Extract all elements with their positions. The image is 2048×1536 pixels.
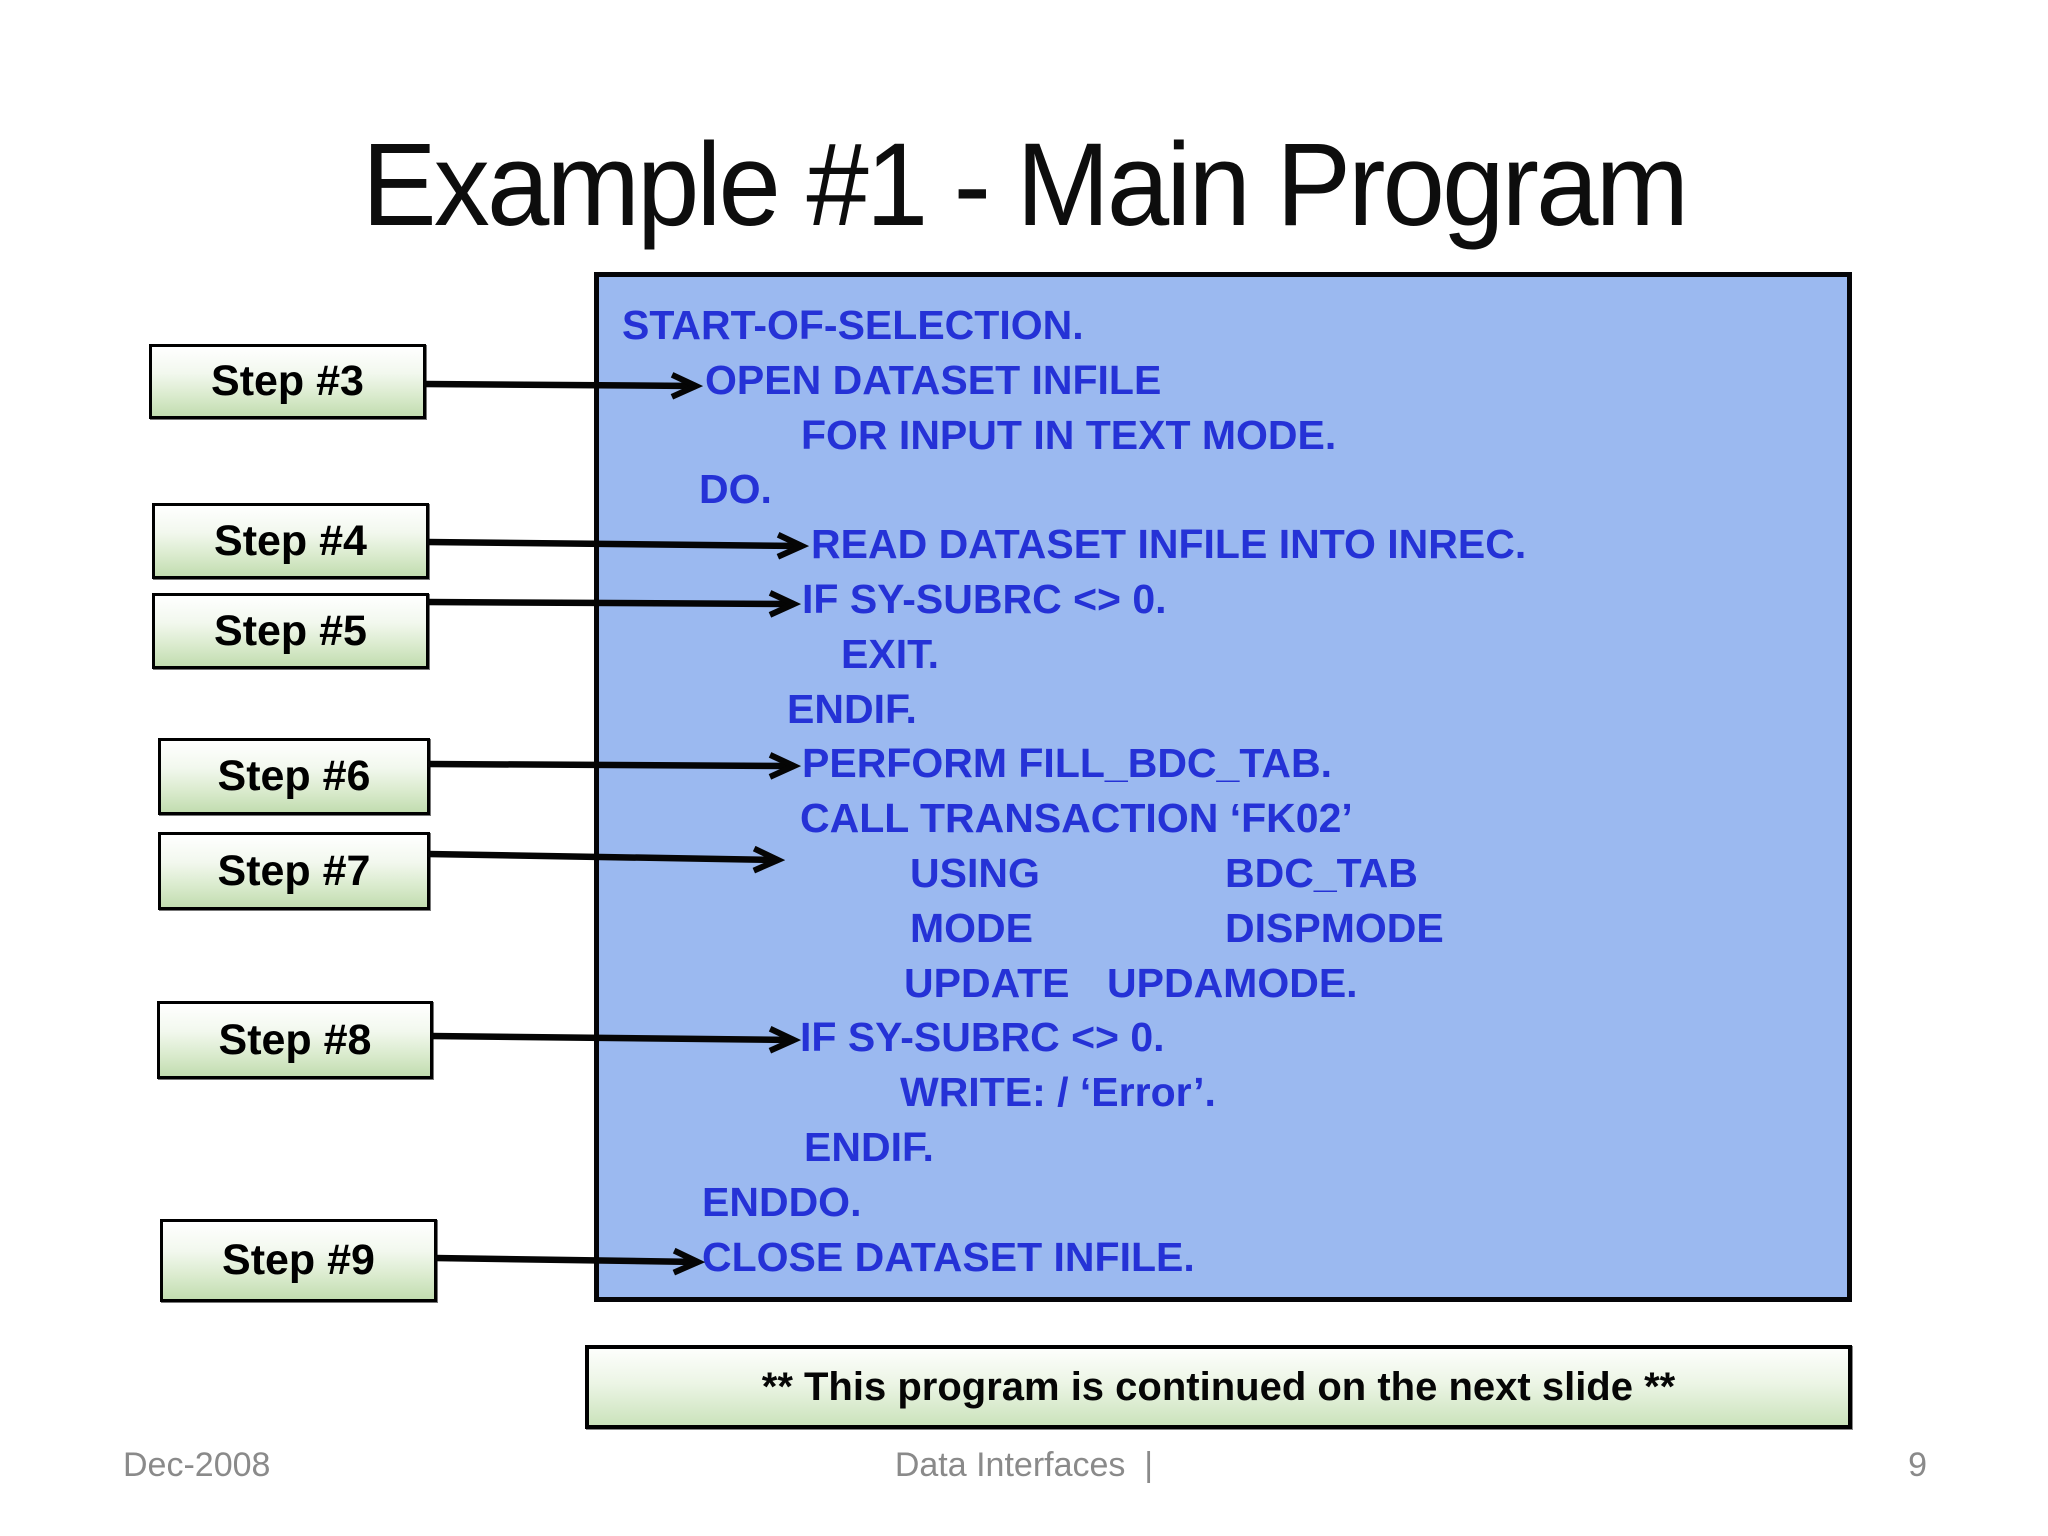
code-line: ENDDO. [702,1178,862,1225]
code-line: PERFORM FILL_BDC_TAB. [802,740,1332,787]
page-title: Example #1 - Main Program [361,119,1689,251]
code-line: START-OF-SELECTION. [622,302,1084,348]
code-keyword: USING [910,849,1040,896]
code-panel: START-OF-SELECTION. OPEN DATASET INFILE … [594,272,1852,1302]
code-line: ENDIF. [804,1123,934,1170]
code-line: CLOSE DATASET INFILE. [702,1233,1195,1280]
code-line: MODE DISPMODE [599,901,1847,956]
step-box-9: Step #9 [160,1219,437,1302]
step-box-4: Step #4 [152,503,429,579]
code-line: FOR INPUT IN TEXT MODE. [801,411,1337,458]
code-line: UPDATE UPDAMODE. [599,956,1847,1011]
code-line: DO. [699,466,772,513]
code-operand: UPDAMODE. [1107,959,1358,1006]
step-label: Step #8 [218,1015,372,1064]
code-line: USING BDC_TAB [599,846,1847,901]
code-keyword: UPDATE [904,959,1070,1006]
step-box-5: Step #5 [152,593,429,669]
step-box-3: Step #3 [149,344,426,419]
step-label: Step #7 [217,846,371,895]
continuation-note-box: ** This program is continued on the next… [585,1345,1852,1429]
footer-page-number: 9 [1908,1446,1927,1484]
step-label: Step #3 [211,357,364,405]
step-label: Step #6 [217,752,371,800]
code-keyword: MODE [910,904,1033,951]
step-label: Step #4 [214,516,367,565]
footer-date: Dec-2008 [123,1446,271,1484]
step-box-6: Step #6 [158,738,430,815]
code-line: IF SY-SUBRC <> 0. [800,1014,1165,1061]
code-line: ENDIF. [787,685,917,732]
step-box-8: Step #8 [157,1001,433,1079]
code-line: IF SY-SUBRC <> 0. [802,575,1167,622]
step-label: Step #9 [222,1236,375,1284]
code-line: WRITE: / ‘Error’. [900,1069,1216,1116]
code-operand: BDC_TAB [1225,849,1418,896]
code-line: CALL TRANSACTION ‘FK02’ [800,795,1353,842]
code-line: EXIT. [841,630,939,677]
code-line: READ DATASET INFILE INTO INREC. [811,521,1527,568]
footer-deck-title: Data Interfaces | [894,1446,1154,1484]
step-box-7: Step #7 [158,832,430,910]
step-label: Step #5 [214,606,367,655]
code-line: OPEN DATASET INFILE [705,356,1162,403]
code-operand: DISPMODE [1225,904,1444,951]
continuation-note-text: ** This program is continued on the next… [761,1364,1676,1409]
